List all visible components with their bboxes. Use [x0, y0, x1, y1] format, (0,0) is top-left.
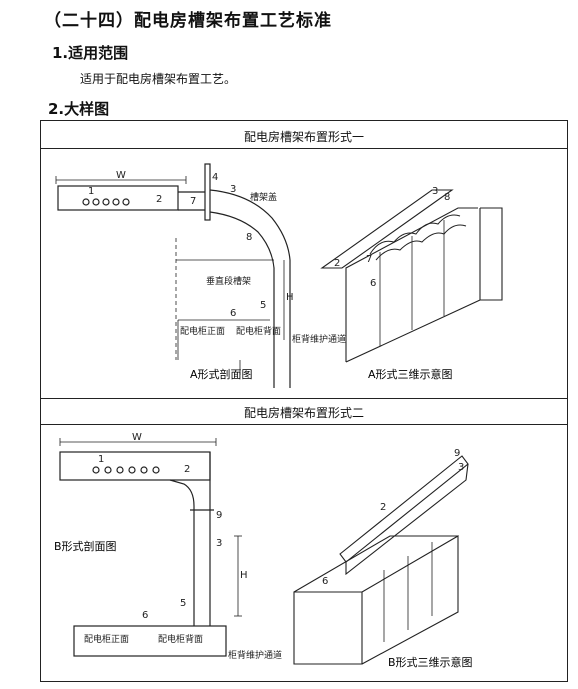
form-b-iso-label-6: 6 [322, 576, 328, 587]
form-a-label-2: 2 [156, 194, 162, 205]
form-b-label-6: 6 [142, 610, 148, 621]
form-b-h-label: H [240, 570, 248, 581]
section-1-body: 适用于配电房槽架布置工艺。 [80, 72, 237, 86]
form-a-iso-label-2: 2 [334, 258, 340, 269]
form-b-title-divider [40, 424, 568, 425]
form-b-w-label: W [132, 432, 142, 443]
form-divider [40, 398, 568, 399]
form-b-iso-label-2: 2 [380, 502, 386, 513]
form-a-tray-cover-label: 槽架盖 [250, 191, 277, 203]
form-b-front-label: 配电柜正面 [84, 633, 129, 645]
form-b-section-caption: B形式剖面图 [54, 539, 117, 553]
form-a-iso-label-8: 8 [444, 192, 450, 203]
form-b-aisle-label: 柜背维护通道 [228, 649, 282, 661]
form-b-label-9: 9 [216, 510, 222, 521]
form-a-iso-label-7: 7 [366, 254, 372, 265]
form-b-label-1: 1 [98, 454, 104, 465]
form-a-iso-label-3: 3 [432, 186, 438, 197]
form-a-iso-drawing [320, 189, 503, 363]
form-b-iso-label-3: 3 [458, 462, 464, 473]
form-a-label-3: 3 [230, 184, 236, 195]
form-a-h-label: H [286, 292, 294, 303]
form-b-title: 配电房槽架布置形式二 [243, 406, 364, 420]
form-a-label-6: 6 [230, 308, 236, 319]
form-a-section-drawing [55, 163, 291, 388]
form-b-label-5: 5 [180, 598, 186, 609]
form-a-front-label: 配电柜正面 [180, 325, 225, 337]
form-a-label-5: 5 [260, 300, 266, 311]
form-a-title-divider [40, 148, 568, 149]
form-a-section-caption: A形式剖面图 [190, 367, 253, 381]
form-b-iso-caption: B形式三维示意图 [388, 655, 473, 669]
form-b-iso-drawing [293, 455, 469, 665]
form-a-iso-caption: A形式三维示意图 [368, 367, 453, 381]
form-a-title: 配电房槽架布置形式一 [243, 130, 364, 144]
form-b-label-2: 2 [184, 464, 190, 475]
page-heading: （二十四）配电房槽架布置工艺标准 [44, 11, 332, 31]
form-b-section-drawing [59, 438, 242, 657]
form-a-w-label: W [116, 170, 126, 181]
form-b-iso-label-9: 9 [454, 448, 460, 459]
form-a-iso-label-6: 6 [370, 278, 376, 289]
form-b-back-label: 配电柜背面 [158, 633, 203, 645]
section-2-title: 2.大样图 [48, 100, 110, 118]
form-a-back-label: 配电柜背面 [236, 325, 281, 337]
form-a-aisle-label: 柜背维护通道 [292, 333, 346, 345]
form-a-label-8: 8 [246, 232, 252, 243]
form-b-label-3: 3 [216, 538, 222, 549]
form-a-label-1: 1 [88, 186, 94, 197]
form-a-label-4: 4 [212, 172, 218, 183]
drawing-frame [40, 120, 568, 682]
form-a-label-7: 7 [190, 196, 196, 207]
form-a-drawings: W H 1 2 3 4 5 6 7 8 槽架盖 垂直段槽架 配电柜正面 配电柜背… [55, 163, 503, 388]
form-b-drawings: W H 1 2 3 5 6 9 配电柜正面 配电柜背面 柜背维护通道 B形式剖面… [54, 432, 473, 669]
form-a-vertical-tray-label: 垂直段槽架 [206, 275, 251, 287]
section-1-title: 1.适用范围 [52, 44, 129, 62]
